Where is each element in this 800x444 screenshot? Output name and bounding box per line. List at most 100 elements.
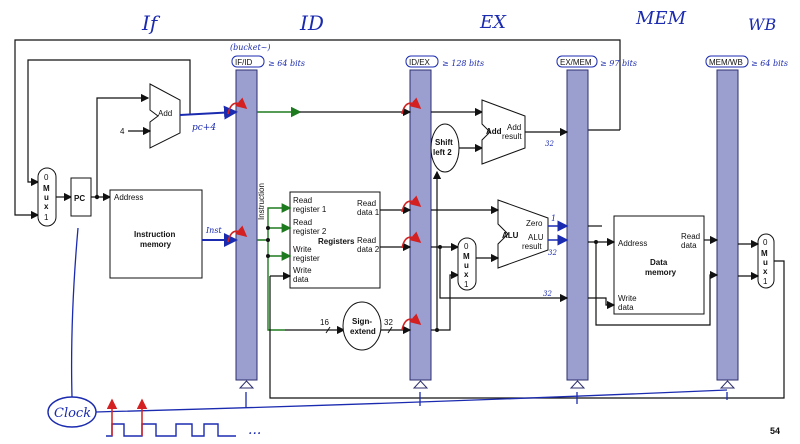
svg-text:Data: Data — [650, 258, 668, 267]
clock-wires — [70, 227, 728, 413]
pipeline-register-memwb — [716, 69, 739, 389]
svg-text:result: result — [502, 132, 522, 141]
memwb-width-note: ≥ 64 bits — [751, 59, 788, 68]
svg-text:Address: Address — [618, 239, 647, 248]
inst-annotation: Inst — [205, 226, 222, 235]
svg-text:Write: Write — [293, 266, 312, 275]
svg-text:Add: Add — [158, 109, 172, 118]
svg-text:1: 1 — [464, 280, 469, 289]
svg-text:Registers: Registers — [318, 237, 355, 246]
svg-text:memory: memory — [645, 268, 677, 277]
instruction-memory: Address Instruction memory — [109, 189, 203, 279]
sign-in-width: 16 — [320, 318, 329, 327]
svg-text:ID/EX: ID/EX — [409, 58, 431, 67]
svg-text:register 1: register 1 — [293, 205, 327, 214]
svg-text:Sign-: Sign- — [352, 317, 372, 326]
reg2-to-mem-wire — [439, 247, 569, 303]
svg-text:0: 0 — [464, 242, 469, 251]
svg-text:1: 1 — [763, 277, 768, 286]
svg-text:x: x — [464, 270, 469, 279]
svg-text:Read: Read — [357, 199, 376, 208]
page-number: 54 — [770, 426, 780, 436]
idex-width-note: ≥ 128 bits — [442, 59, 484, 68]
sign-out-width: 32 — [384, 318, 393, 327]
clock-dots: ... — [248, 422, 261, 438]
svg-text:register: register — [293, 254, 320, 263]
svg-text:Instruction: Instruction — [134, 230, 175, 239]
svg-text:1: 1 — [44, 213, 49, 222]
svg-text:Zero: Zero — [526, 219, 543, 228]
svg-text:PC: PC — [74, 194, 85, 203]
imm-to-mux-wire — [431, 270, 460, 331]
svg-text:u: u — [763, 258, 768, 267]
pc4-feedback-wire — [27, 59, 191, 187]
clock-rising-edge-marks — [106, 398, 148, 436]
svg-text:u: u — [464, 261, 469, 270]
svg-text:Write: Write — [618, 294, 637, 303]
svg-text:0: 0 — [44, 173, 49, 182]
writeback-wire — [269, 260, 785, 399]
svg-text:data 1: data 1 — [357, 208, 380, 217]
ifid-width-note: ≥ 64 bits — [268, 59, 305, 68]
svg-text:Read: Read — [293, 218, 312, 227]
one-annotation: 1 — [551, 214, 556, 223]
svg-text:result: result — [522, 242, 542, 251]
alu: ALU Zero ALU result — [497, 199, 549, 269]
svg-text:Read: Read — [293, 196, 312, 205]
svg-text:Read: Read — [681, 232, 700, 241]
alu-bypass-wire — [595, 242, 719, 326]
n32-annotation-a: 32 — [545, 140, 554, 148]
stage-title-id: ID — [299, 11, 324, 35]
pipeline-register-exmem — [566, 69, 589, 389]
stage-title-mem: MEM — [635, 8, 687, 29]
mux-ex: 0 M u x 1 — [457, 237, 477, 291]
svg-text:u: u — [44, 193, 49, 202]
svg-text:ALU: ALU — [528, 233, 544, 242]
svg-text:x: x — [763, 267, 768, 276]
svg-text:Shift: Shift — [435, 138, 453, 147]
pc4-annotation: pc+4 — [192, 123, 216, 133]
pc-register: PC — [70, 177, 92, 217]
register-label-exmem: EX/MEM ≥ 97 bits — [556, 55, 637, 68]
svg-text:data: data — [293, 275, 309, 284]
stage-title-if: If — [141, 11, 161, 35]
exmem-width-note: ≥ 97 bits — [600, 59, 637, 68]
svg-text:EX/MEM: EX/MEM — [560, 58, 592, 67]
svg-text:Write: Write — [293, 245, 312, 254]
clock-annotation: Clock — [47, 396, 97, 428]
n32-annotation-c: 32 — [543, 290, 552, 298]
data-memory: Address Read data Data memory Write data — [613, 215, 705, 315]
svg-text:0: 0 — [763, 238, 768, 247]
branch-feedback-wire — [14, 39, 621, 220]
mux-wb: 0 M u x 1 — [757, 233, 775, 289]
register-label-ifid: IF/ID ≥ 64 bits — [231, 55, 305, 68]
svg-text:left 2: left 2 — [433, 148, 452, 157]
stage-title-wb: WB — [748, 15, 776, 34]
svg-text:data: data — [618, 303, 634, 312]
svg-text:Add: Add — [486, 127, 502, 136]
svg-text:extend: extend — [350, 327, 376, 336]
svg-text:x: x — [44, 202, 49, 211]
svg-text:Address: Address — [114, 193, 143, 202]
mux-if: 0 M u x 1 — [37, 167, 57, 227]
instruction-bus-label: Instruction — [257, 183, 266, 220]
svg-text:memory: memory — [140, 240, 172, 249]
register-file: Read register 1 Read register 2 Register… — [289, 191, 381, 289]
adder-ex: Add Add result — [481, 99, 526, 165]
red-latch-marks — [227, 97, 422, 331]
svg-text:Read: Read — [357, 236, 376, 245]
n32-annotation-b: 32 — [548, 249, 557, 257]
pipeline-register-ifid — [235, 69, 258, 389]
svg-text:Add: Add — [507, 123, 521, 132]
pc4-wire — [179, 105, 238, 120]
svg-text:ALU: ALU — [502, 231, 519, 240]
stage-title-ex: EX — [479, 12, 507, 33]
svg-text:data 2: data 2 — [357, 245, 380, 254]
svg-text:register 2: register 2 — [293, 227, 327, 236]
sign-extend-unit: Sign- extend — [342, 301, 382, 351]
clock-waveform — [106, 423, 236, 437]
register-label-idex: ID/EX ≥ 128 bits — [405, 55, 484, 68]
svg-text:MEM/WB: MEM/WB — [709, 58, 743, 67]
id-decode-wires — [257, 203, 292, 331]
constant-four: 4 — [120, 127, 125, 136]
